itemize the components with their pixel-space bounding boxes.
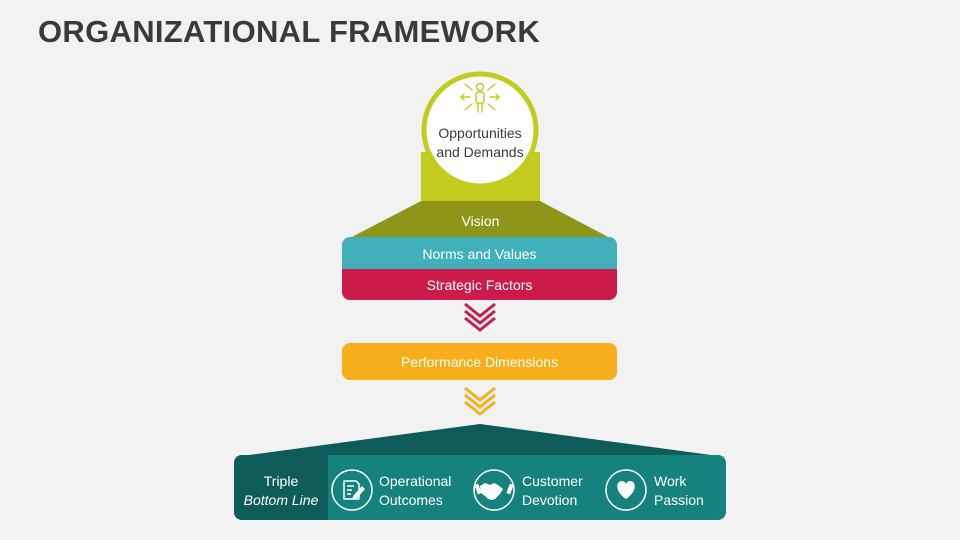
chevron-down-icon [464,386,496,416]
norms-band [342,237,617,269]
vision-label: Vision [461,213,500,229]
operational-icon-circle [331,469,373,511]
work-passion-label: Work Passion [654,472,704,510]
opportunities-line2: and Demands [436,144,524,160]
work-line1: Work [654,473,687,489]
operational-outcomes-label: Operational Outcomes [379,472,451,510]
page-title: ORGANIZATIONAL FRAMEWORK [38,14,541,49]
triple-bottom-line-label: Triple Bottom Line [234,472,328,510]
customer-line2: Devotion [522,492,578,508]
work-icon-circle [605,469,647,511]
handshake-icon [474,483,514,500]
operational-line2: Outcomes [379,492,443,508]
triple-bottom-line-cell [234,455,328,520]
triple-line2: Bottom Line [243,492,319,508]
performance-band [342,343,617,380]
person-arrows-icon [460,82,500,113]
strategic-band [342,269,617,300]
operational-line1: Operational [379,473,452,489]
performance-label: Performance Dimensions [400,354,559,370]
document-edit-icon [343,480,365,500]
chevron-down-icon [464,302,496,332]
vision-trapezoid [348,201,612,239]
customer-devotion-label: Customer Devotion [522,472,583,510]
strategic-label: Strategic Factors [426,277,533,293]
norms-label: Norms and Values [422,246,537,262]
opportunities-label: Opportunities and Demands [420,124,540,162]
opportunities-circle [421,71,539,189]
triple-line1: Triple [263,473,299,489]
customer-icon-circle [473,469,515,511]
customer-line1: Customer [522,473,583,489]
bottom-trapezoid [234,424,726,457]
heart-icon [617,481,635,499]
work-line2: Passion [654,492,704,508]
opportunities-line1: Opportunities [438,125,522,141]
